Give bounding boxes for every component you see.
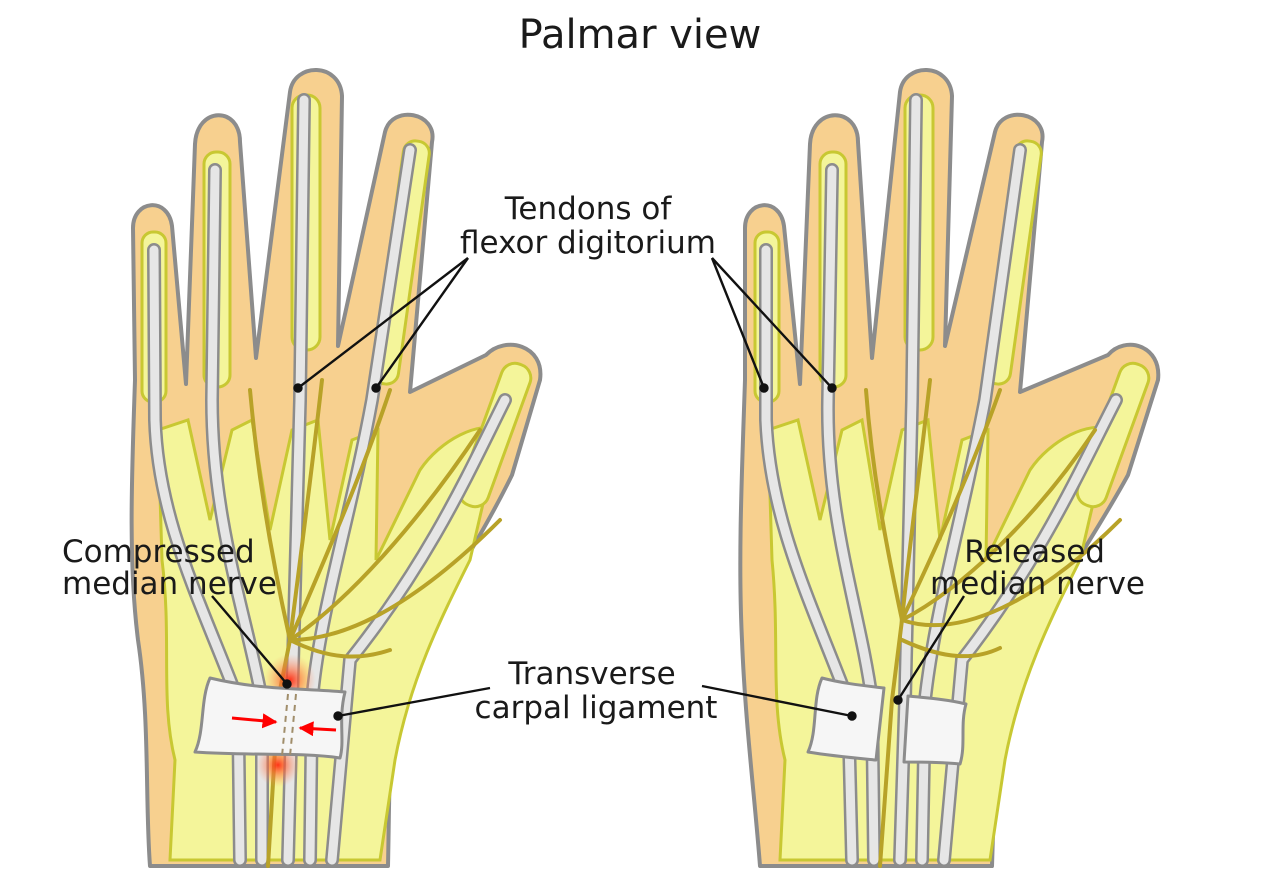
right-hand <box>738 68 1161 868</box>
svg-text:Transverse: Transverse <box>507 656 675 692</box>
compression-arrow-left <box>298 721 337 737</box>
right-median-nerve <box>864 378 1122 868</box>
svg-text:flexor digitorium: flexor digitorium <box>460 225 716 261</box>
svg-text:Compressed: Compressed <box>62 534 255 570</box>
label-tendons: Tendons of flexor digitorium <box>460 191 716 261</box>
right-ligament-left-part <box>806 676 886 762</box>
left-transverse-carpal-ligament <box>193 676 347 760</box>
svg-text:Released: Released <box>964 534 1105 570</box>
label-released-median-nerve: Released median nerve <box>930 534 1145 602</box>
diagram-title: Palmar view <box>519 12 762 58</box>
right-ligament-right-part <box>902 694 968 766</box>
svg-text:Tendons of: Tendons of <box>504 191 673 227</box>
svg-text:median nerve: median nerve <box>62 566 277 602</box>
leader-lines <box>211 257 966 721</box>
svg-text:median nerve: median nerve <box>930 566 1145 602</box>
left-median-nerve <box>248 378 502 868</box>
compression-arrow-right <box>231 713 278 729</box>
left-hand <box>129 68 543 868</box>
label-compressed-median-nerve: Compressed median nerve <box>62 534 277 602</box>
label-transverse-carpal-ligament: Transverse carpal ligament <box>475 656 718 726</box>
svg-text:carpal ligament: carpal ligament <box>475 690 718 726</box>
